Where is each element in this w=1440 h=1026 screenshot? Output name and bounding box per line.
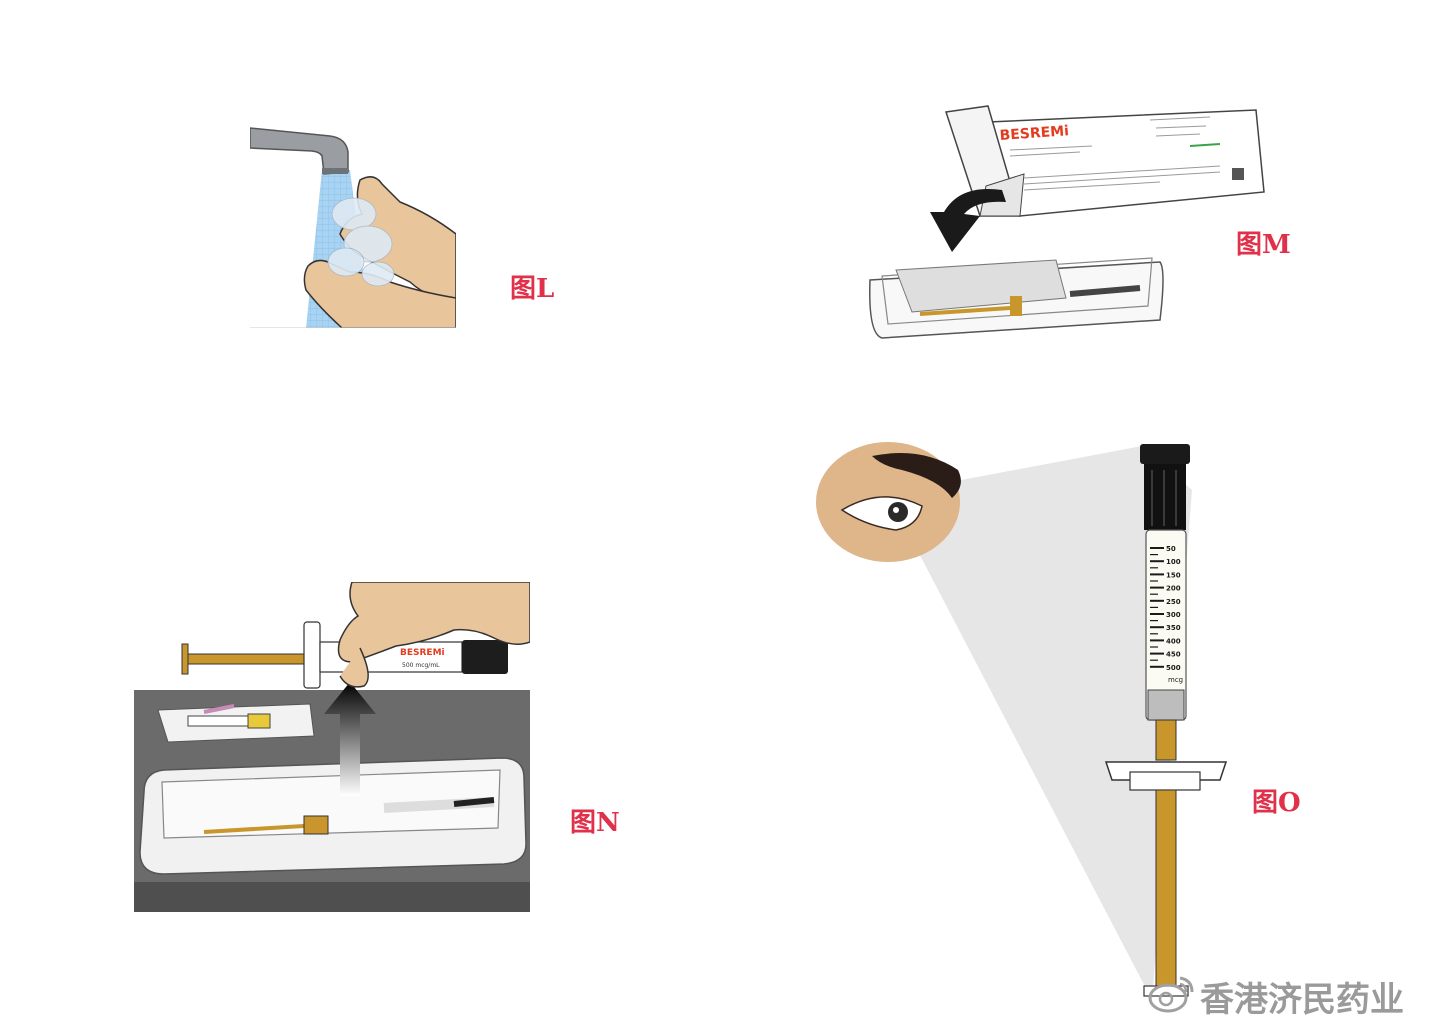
scale-tick-label: 100: [1166, 558, 1181, 566]
weibo-icon: [1148, 976, 1194, 1013]
scale-unit: mcg: [1168, 676, 1183, 684]
figure-n-label: 图N: [570, 808, 620, 838]
watermark: 香港济民药业: [1148, 968, 1428, 1020]
figure-m-illustration: BESREMi: [860, 100, 1270, 350]
hand-washing-icon: [249, 127, 457, 329]
figure-o-illustration: 50 100 150 200 250 300 350 400 450 500 mcg: [812, 440, 1232, 1002]
carton-brand: BESREMi: [999, 123, 1069, 144]
scale-tick-label: 150: [1166, 571, 1181, 579]
eye-syringe-inspect-icon: 50 100 150 200 250 300 350 400 450 500 mcg: [816, 442, 1228, 1000]
syringe-scale: 50 100 150 200 250 300 350 400 450 500 mcg: [1150, 545, 1183, 684]
scale-tick-label: 200: [1166, 585, 1181, 593]
syringe-label-dose: 500 mcg/mL: [402, 662, 440, 669]
scale-tick-label: 50: [1166, 545, 1176, 553]
watermark-text: 香港济民药业: [1200, 980, 1404, 1020]
syringe-label-brand: BESREMi: [400, 648, 445, 658]
carton-tray-icon: BESREMi: [869, 105, 1265, 339]
scale-tick-label: 400: [1166, 637, 1181, 645]
figure-l-label: 图L: [510, 274, 555, 304]
figure-n-illustration: BESREMi 500 mcg/mL: [134, 581, 531, 912]
scale-tick-label: 450: [1166, 651, 1181, 659]
scale-tick-label: 350: [1166, 624, 1181, 632]
syringe-lift-icon: BESREMi 500 mcg/mL: [134, 581, 531, 912]
figure-l-illustration: [249, 122, 457, 329]
figure-o-label: 图O: [1252, 788, 1301, 818]
scale-tick-label: 250: [1166, 598, 1181, 606]
scale-tick-label: 500: [1166, 664, 1181, 672]
figure-m-label: 图M: [1236, 230, 1291, 260]
scale-tick-label: 300: [1166, 611, 1181, 619]
